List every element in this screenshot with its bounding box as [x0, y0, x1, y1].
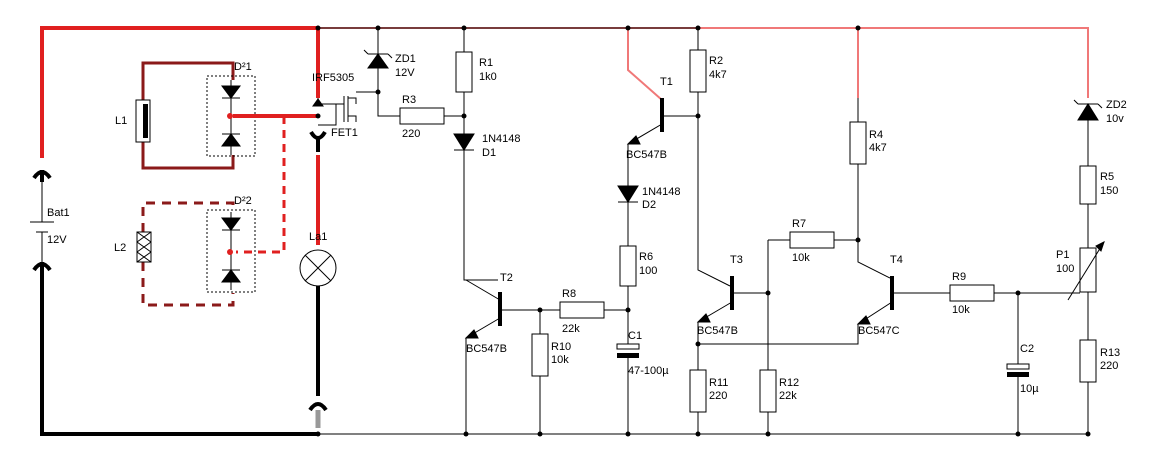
r6-value: 100: [639, 265, 657, 277]
r5-value: 150: [1100, 185, 1118, 197]
coil-l2: L2: [114, 201, 235, 307]
r13-name: R13: [1100, 347, 1120, 359]
diode-pack-d21: D²1: [206, 61, 256, 157]
c1-name: C1: [628, 330, 642, 342]
resistor-r1: R1 1k0: [455, 25, 497, 134]
t4-name: T4: [890, 254, 903, 266]
r3-name: R3: [402, 94, 416, 106]
resistor-r11: R11 220: [689, 369, 728, 437]
r13-value: 220: [1100, 360, 1118, 372]
r8-name: R8: [562, 288, 576, 300]
d2-name: D2: [642, 199, 656, 211]
zener-zd2: ZD2 10v: [1073, 99, 1127, 166]
t4-type: BC547C: [858, 325, 900, 337]
d22-name: D²2: [234, 195, 252, 207]
l1-name: L1: [115, 115, 127, 127]
r6-name: R6: [639, 251, 653, 263]
transistor-t3: T3 BC547B: [695, 254, 771, 370]
r10-name: R10: [551, 341, 571, 353]
p1-value: 100: [1056, 263, 1074, 275]
coil2-link-wire: [236, 116, 286, 254]
r1-value: 1k0: [479, 71, 497, 83]
transistor-t1: T1 BC547B: [625, 25, 698, 186]
r11-name: R11: [709, 377, 728, 389]
resistor-r8: R8 22k: [537, 288, 628, 335]
d21-name: D²1: [234, 61, 252, 73]
r9-value: 10k: [952, 304, 970, 316]
r1-name: R1: [479, 57, 493, 69]
r7-value: 10k: [792, 252, 810, 264]
r10-value: 10k: [551, 354, 569, 366]
resistor-r4: R4 4k7: [849, 25, 891, 279]
capacitor-c1: C1 47-100µ: [616, 330, 669, 437]
t1-name: T1: [660, 76, 673, 88]
bat1-name: Bat1: [47, 207, 70, 219]
positive-rail: [40, 26, 1089, 158]
capacitor-c2: C2 10µ: [1006, 293, 1039, 437]
diode-pack-d22: D²2: [206, 195, 256, 293]
resistor-r13: R13 220: [1079, 339, 1120, 437]
r12-value: 22k: [779, 390, 797, 402]
battery-bat1: Bat1 12V: [30, 170, 70, 272]
t2-type: BC547B: [466, 343, 507, 355]
t3-name: T3: [730, 254, 743, 266]
zd1-name: ZD1: [395, 53, 416, 65]
bat1-value: 12V: [47, 234, 67, 246]
r12-name: R12: [779, 377, 799, 389]
d1-name: D1: [482, 147, 496, 159]
c1-value: 47-100µ: [628, 365, 669, 377]
coil-l1: L1: [115, 61, 235, 170]
r2-name: R2: [709, 55, 723, 67]
diode-d2: 1N4148 D2: [617, 185, 681, 246]
potentiometer-p1: P1 100: [1056, 241, 1105, 340]
resistor-r2: R2 4k7: [689, 25, 731, 287]
c2-name: C2: [1020, 343, 1034, 355]
p1-name: P1: [1056, 249, 1069, 261]
r4-value: 4k7: [869, 142, 887, 154]
resistor-r6: R6 100: [619, 245, 657, 344]
resistor-r10: R10 10k: [531, 310, 571, 437]
zd2-name: ZD2: [1106, 99, 1127, 111]
resistor-r9: R9 10k: [949, 271, 1080, 316]
fet1-type: IRF5305: [312, 72, 354, 84]
t3-type: BC547B: [697, 325, 738, 337]
transistor-t4: T4 BC547C: [698, 254, 950, 345]
t1-type: BC547B: [626, 149, 667, 161]
r7-name: R7: [792, 218, 806, 230]
diode-d1: 1N4148 D1: [453, 133, 521, 281]
la1-name: La1: [309, 231, 327, 243]
r3-value: 220: [402, 128, 420, 140]
r2-value: 4k7: [709, 69, 727, 81]
resistor-r7: R7 10k: [768, 218, 861, 264]
r8-value: 22k: [562, 323, 580, 335]
zd2-value: 10v: [1106, 113, 1124, 125]
lamp-la1: La1: [299, 231, 337, 437]
resistor-r5: R5 150: [1079, 165, 1118, 248]
r5-name: R5: [1100, 171, 1114, 183]
resistor-r12: R12 22k: [759, 240, 799, 437]
d2-type: 1N4148: [642, 186, 681, 198]
r9-name: R9: [952, 271, 966, 283]
transistor-t2: T2 BC547B: [463, 272, 540, 437]
l2-name: L2: [114, 242, 126, 254]
zener-zd1: ZD1 12V: [363, 25, 416, 95]
d1-type: 1N4148: [482, 133, 521, 145]
r4-name: R4: [869, 129, 883, 141]
r11-value: 220: [709, 390, 727, 402]
resistor-r3: R3 220: [377, 92, 464, 140]
c2-value: 10µ: [1020, 383, 1039, 395]
mosfet-fet1: IRF5305 FET1: [309, 25, 378, 152]
fet1-name: FET1: [331, 127, 358, 139]
t2-name: T2: [500, 272, 513, 284]
ground-rail: [40, 272, 1088, 436]
zd1-value: 12V: [395, 67, 415, 79]
